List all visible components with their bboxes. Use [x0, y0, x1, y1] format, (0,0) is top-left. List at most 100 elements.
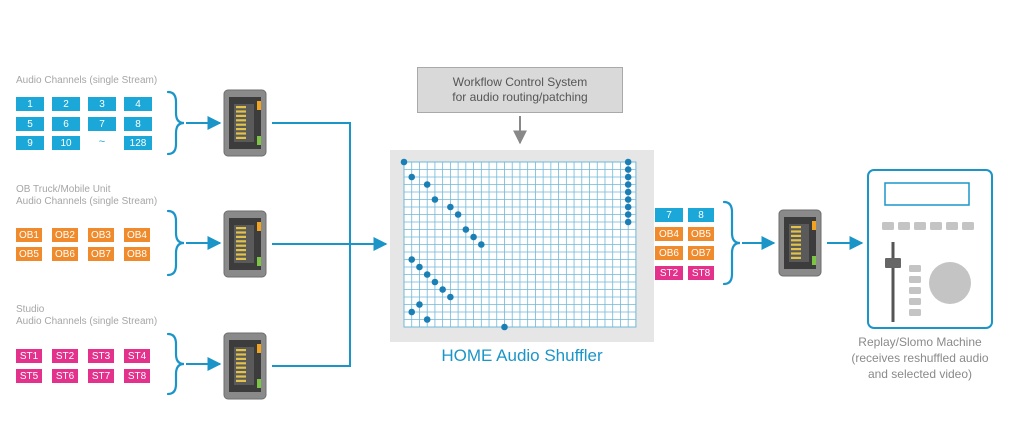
routing-patch-dot — [408, 308, 416, 316]
routing-patch-dot — [624, 196, 632, 203]
ethernet-pin — [791, 248, 801, 251]
group-label-ob: OB Truck/Mobile Unit Audio Channels (sin… — [16, 184, 157, 208]
ethernet-pin — [236, 379, 246, 382]
studio-channel-chip: ST2 — [52, 349, 78, 363]
ethernet-pin — [236, 128, 246, 131]
ethernet-pin — [236, 257, 246, 260]
studio-channel-chip: ST8 — [124, 369, 150, 383]
port-led-amber — [257, 101, 261, 110]
replay-button — [909, 298, 921, 305]
routing-patch-dot — [624, 203, 632, 211]
group-label-line: Audio Channels (single Stream) — [16, 75, 158, 86]
routing-patch-dot — [447, 203, 454, 211]
replay-button — [946, 222, 958, 230]
ethernet-pin — [791, 239, 801, 242]
replay-button — [909, 309, 921, 316]
routing-patch-dot — [624, 211, 632, 218]
ethernet-pin — [236, 353, 246, 356]
audio-channel-chip: 9 — [16, 136, 44, 150]
replay-label-line: and selected video) — [867, 367, 973, 381]
shuffler-title: HOME Audio Shuffler — [441, 346, 603, 365]
audio-channel-chip: 6 — [52, 117, 80, 131]
port-led-green — [257, 379, 261, 388]
ob-channel-chip: OB2 — [52, 228, 78, 242]
ethernet-pin — [236, 366, 246, 369]
brace-icon — [166, 332, 185, 396]
ethernet-pin — [236, 231, 246, 234]
routing-patch-dot — [454, 211, 462, 218]
brace-icon — [722, 200, 741, 286]
ethernet-port-inner — [234, 225, 254, 263]
routing-patch-dot — [408, 256, 416, 263]
ethernet-port-inner — [789, 224, 809, 262]
replay-button — [882, 222, 894, 230]
audio-channel-ellipsis: ~ — [98, 136, 106, 148]
routing-patch-dot — [478, 241, 485, 248]
ethernet-pin — [236, 240, 246, 243]
ethernet-pin — [791, 243, 801, 246]
routing-patch-dot — [624, 188, 632, 196]
replay-slider-knob — [885, 258, 901, 268]
ethernet-pin — [236, 119, 246, 122]
ob-channel-chip: OB1 — [16, 228, 42, 242]
ob-channel-chip: OB8 — [124, 247, 150, 261]
routing-patch-dot — [624, 218, 632, 226]
audio-channel-chip: 3 — [88, 97, 116, 111]
routing-patch-dot — [423, 271, 431, 278]
routing-patch-dot — [416, 301, 423, 308]
ethernet-pin — [236, 235, 246, 238]
audio-channel-chip: 128 — [124, 136, 152, 150]
ethernet-pin — [236, 357, 246, 360]
ethernet-pin — [236, 249, 246, 252]
routing-patch-dot — [431, 196, 439, 203]
ethernet-pin — [236, 114, 246, 117]
ethernet-pin — [791, 256, 801, 259]
ethernet-port-inner — [234, 104, 254, 142]
ethernet-pin — [236, 106, 246, 109]
replay-button — [909, 265, 921, 272]
ethernet-pin — [236, 375, 246, 378]
audio-channel-chip: 8 — [124, 117, 152, 131]
brace-icon — [166, 209, 185, 277]
workflow-control-box: Workflow Control System for audio routin… — [417, 67, 623, 113]
routing-patch-dot — [501, 323, 508, 331]
replay-button — [909, 287, 921, 294]
workflow-control-title: Workflow Control System — [452, 75, 588, 89]
replay-jog-wheel — [929, 262, 971, 304]
replay-machine-label: Replay/Slomo Machine (receives reshuffle… — [820, 334, 1020, 382]
ethernet-port-inner — [234, 347, 254, 385]
studio-channel-chip: ST4 — [124, 349, 150, 363]
audio-channel-chip: 10 — [52, 136, 80, 150]
output-channel-chip: ST8 — [688, 266, 714, 280]
port-led-green — [257, 257, 261, 266]
ob-channel-chip: OB6 — [52, 247, 78, 261]
replay-button — [898, 222, 910, 230]
port-led-green — [257, 136, 261, 145]
ethernet-pin — [236, 110, 246, 113]
group-label-studio: Studio Audio Channels (single Stream) — [16, 304, 157, 328]
routing-patch-dot — [624, 181, 632, 188]
brace-icon — [166, 90, 185, 156]
studio-channel-chip: ST3 — [88, 349, 114, 363]
ob-channel-chip: OB3 — [88, 228, 114, 242]
routing-patch-dot — [624, 166, 632, 173]
output-channel-chip: 7 — [655, 208, 683, 222]
replay-button — [914, 222, 926, 230]
routing-patch-dot — [624, 173, 632, 181]
output-channel-chip: OB7 — [688, 246, 714, 260]
audio-channel-chip: 5 — [16, 117, 44, 131]
ethernet-pin — [791, 252, 801, 255]
ethernet-pin — [791, 226, 801, 229]
group-label-line: Audio Channels (single Stream) — [16, 316, 158, 327]
port-led-amber — [812, 221, 816, 230]
ethernet-pin — [236, 132, 246, 135]
audio-channel-chip: 4 — [124, 97, 152, 111]
ethernet-pin — [236, 123, 246, 126]
port-led-green — [812, 256, 816, 265]
audio-channel-chip: 1 — [16, 97, 44, 111]
ethernet-pin — [236, 349, 246, 352]
ethernet-pin — [236, 362, 246, 365]
replay-display — [884, 182, 970, 206]
replay-button — [962, 222, 974, 230]
